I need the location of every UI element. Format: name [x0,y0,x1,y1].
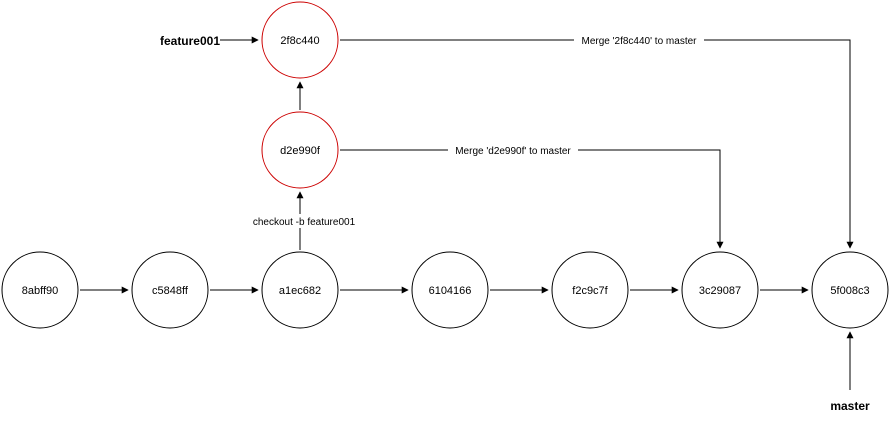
feature-branch-label: feature001 [160,34,220,48]
commit-node: 8abff90 [1,251,79,329]
edge-label-bg [246,214,356,228]
master-branch-label: master [830,399,870,413]
commit-hash: 2f8c440 [280,35,319,47]
commit-node: c5848ff [131,251,209,329]
edge-merge-f2-n7 [340,39,854,249]
commit-node: 5f008c3 [811,251,889,329]
feature-commit-node: d2e990f [261,111,339,189]
edge-label-bg [448,143,578,157]
commit-hash: a1ec682 [279,285,321,297]
commit-hash: 3c29087 [699,285,741,297]
commit-node: f2c9c7f [551,251,629,329]
edge-label-bg [574,33,704,47]
merge-2f8c440-label: Merge '2f8c440' to master [582,36,698,47]
commit-hash: 5f008c3 [830,285,869,297]
commit-hash: 6104166 [429,285,472,297]
feature-commit-node: 2f8c440 [261,1,339,79]
commit-node: a1ec682 [261,251,339,329]
merge-d2e990f-label: Merge 'd2e990f' to master [455,146,571,157]
commit-hash: f2c9c7f [572,285,608,297]
commit-node: 3c29087 [681,251,759,329]
commit-hash: d2e990f [280,145,321,157]
commit-hash: c5848ff [152,285,189,297]
commit-node: 6104166 [411,251,489,329]
edge-merge-f1-n6 [340,149,724,249]
commit-hash: 8abff90 [22,285,59,297]
checkout-label: checkout -b feature001 [253,217,356,228]
